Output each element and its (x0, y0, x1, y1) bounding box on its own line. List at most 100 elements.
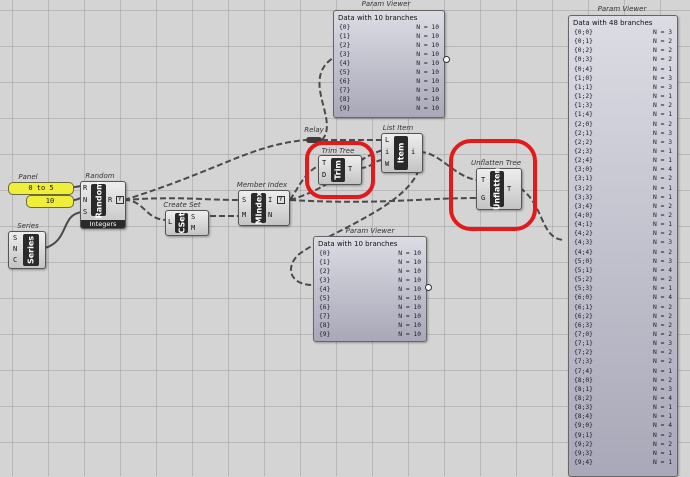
branch-path: {0} (339, 24, 351, 31)
branch-count: N = 10 (416, 87, 439, 94)
unflatten-tree-component[interactable]: T G Unflatten T (476, 168, 522, 210)
mindex-input-s[interactable]: S (242, 196, 247, 204)
branch-path: {2;4} (574, 157, 593, 165)
branch-path: {1;1} (574, 83, 593, 91)
pv3-row: {8;4}N = 1 (574, 413, 672, 422)
pv3-row: {2;2} N = 3 (574, 139, 672, 148)
wire-random-to-cset (123, 199, 168, 221)
cset-input-l[interactable]: L (168, 218, 173, 226)
mindex-input-m[interactable]: M (242, 211, 247, 219)
series-input-s[interactable]: S (13, 234, 18, 242)
unflatten-input-g[interactable]: G (481, 194, 486, 202)
panel-range[interactable]: 0 to 5 (8, 182, 74, 195)
relay-node[interactable] (306, 137, 322, 143)
random-input-r[interactable]: R (83, 184, 88, 192)
branch-path: {7} (339, 87, 351, 94)
member-index-component[interactable]: S M MIndex I N Y (238, 190, 290, 226)
branch-path: {7;3} (574, 358, 593, 366)
branch-path: {9} (319, 331, 331, 338)
branch-count: N = 2 (653, 349, 672, 357)
branch-path: {4;0} (574, 212, 593, 219)
branch-count: N = 3 (653, 257, 672, 265)
pv3-row: {1;4}N = 1 (574, 111, 672, 120)
series-input-c[interactable]: C (13, 256, 18, 264)
branch-path: {3} (339, 51, 351, 58)
random-output-r[interactable]: R (108, 196, 113, 204)
random-input-n[interactable]: N (83, 196, 88, 204)
random-input-s[interactable]: S (83, 208, 88, 216)
cset-output-s[interactable]: S (191, 213, 196, 221)
branch-path: {4;4} (574, 248, 593, 256)
branch-count: N = 2 (653, 38, 672, 46)
pv3-row: {1;3}N = 2 (574, 102, 672, 111)
pv3-row: {2;1}N = 3 (574, 130, 672, 139)
branch-count: N = 10 (416, 24, 439, 31)
panel-count[interactable]: 10 (26, 195, 74, 208)
branch-path: {2;2} (574, 138, 593, 146)
param-viewer-2[interactable]: Data with 10 branches {0}N = 10{1}N = 10… (313, 236, 427, 342)
mindex-output-i[interactable]: I (268, 196, 273, 204)
listitem-input-i[interactable]: i (385, 148, 390, 156)
random-footer: Integers (81, 220, 125, 228)
pv2-row: {5}N = 10 (319, 295, 421, 304)
branch-count: N = 3 (653, 138, 672, 146)
trim-tree-component[interactable]: T D Trim T (318, 155, 362, 185)
branch-path: {6} (339, 78, 351, 85)
trim-output-t[interactable]: T (348, 165, 353, 173)
listitem-input-w[interactable]: W (385, 160, 390, 168)
listitem-input-l[interactable]: L (385, 136, 390, 144)
branch-count: N = 10 (398, 331, 421, 338)
list-item-component[interactable]: L i W Item i (381, 133, 423, 173)
highlight-unflatten-tree (449, 139, 537, 231)
branch-count: N = 2 (653, 230, 672, 238)
series-component[interactable]: S N C Series (8, 231, 46, 269)
random-marker: Y (116, 196, 124, 204)
branch-path: {4;1} (574, 221, 593, 229)
branch-count: N = 1 (653, 285, 672, 293)
param-viewer-1[interactable]: Data with 10 branches {0}N = 10{1}N = 10… (333, 10, 445, 118)
mindex-output-n[interactable]: N (268, 211, 273, 219)
branch-path: {0;3} (574, 56, 593, 64)
branch-path: {3;0} (574, 166, 593, 174)
pv2-grip[interactable] (425, 284, 432, 291)
listitem-core: Item (394, 136, 408, 170)
branch-path: {0} (319, 250, 331, 257)
branch-count: N = 3 (653, 385, 672, 393)
pv3-row: {5;1}N = 4 (574, 267, 672, 276)
branch-count: N = 10 (416, 105, 439, 112)
trim-input-d[interactable]: D (322, 171, 327, 179)
pv3-row: {8;0}N = 2 (574, 377, 672, 386)
branch-count: N = 1 (653, 459, 672, 467)
random-component[interactable]: R N S Random R Y Integers (80, 181, 126, 229)
unflatten-output-t[interactable]: T (507, 185, 512, 193)
cset-output-m[interactable]: M (191, 224, 196, 232)
param-viewer-3[interactable]: Data with 48 branches {0;0}N = 3{0;1}N =… (568, 15, 678, 477)
branch-count: N = 2 (653, 312, 672, 320)
branch-path: {5;1} (574, 266, 593, 274)
branch-path: {1;0} (574, 74, 593, 82)
branch-count: N = 2 (653, 303, 672, 311)
branch-path: {5;3} (574, 285, 593, 293)
branch-count: N = 1 (653, 147, 672, 155)
branch-path: {4;3} (574, 239, 593, 247)
branch-path: {2} (319, 268, 331, 275)
series-input-n[interactable]: N (13, 245, 18, 253)
pv3-row: {6;3}N = 2 (574, 322, 672, 331)
pv3-row: {4;3}N = 3 (574, 239, 672, 248)
unflatten-input-t[interactable]: T (481, 176, 486, 184)
branch-path: {7} (319, 313, 331, 320)
pv2-row: {1}N = 10 (319, 259, 421, 268)
listitem-output-i[interactable]: i (411, 148, 416, 156)
branch-path: {1;4} (574, 111, 593, 119)
branch-path: {8;0} (574, 376, 593, 384)
branch-path: {2;3} (574, 147, 593, 155)
pv1-grip[interactable] (443, 56, 450, 63)
branch-count: N = 10 (416, 33, 439, 40)
create-set-component[interactable]: L CSet S M (165, 210, 209, 236)
branch-path: {0;1} (574, 38, 593, 46)
trim-input-t[interactable]: T (322, 159, 327, 167)
wire-series-to-random (44, 211, 83, 249)
branch-path: {4} (339, 60, 351, 67)
pv3-row: {9;1}N = 2 (574, 432, 672, 441)
